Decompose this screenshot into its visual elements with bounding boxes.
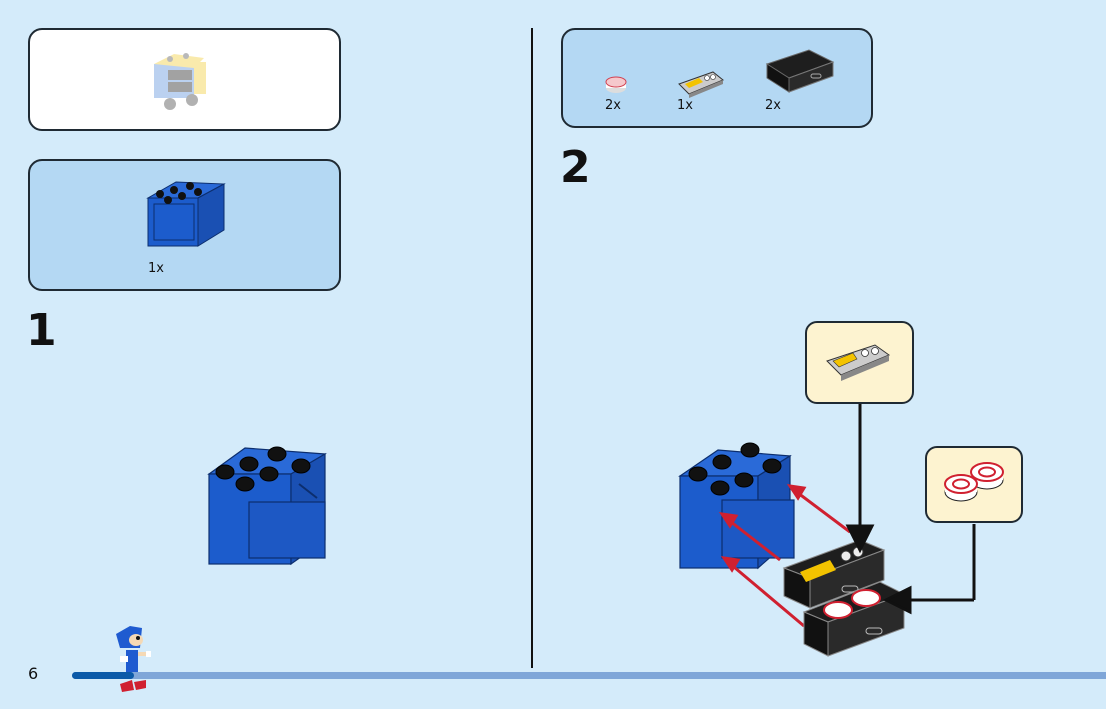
page-number: 6 — [28, 664, 39, 683]
printed-control-panel-callout-icon — [826, 344, 891, 381]
insert-arrows — [718, 484, 851, 628]
step-divider — [531, 28, 533, 668]
round-tile-swirl-callout-icon — [944, 462, 1004, 502]
part-quantity: 1x — [148, 261, 164, 276]
printed-control-panel-part-icon — [678, 71, 724, 98]
swirl-tiles-callout — [925, 446, 1023, 523]
black-drawer-part-icon — [765, 49, 835, 93]
placement-arrows — [845, 404, 976, 615]
step-2-parts-box: 2x 1x 2x — [561, 28, 873, 128]
control-panel-callout — [805, 321, 914, 404]
part-quantity: 2x — [605, 98, 621, 113]
progress-fill — [72, 672, 135, 679]
step-1-parts-box: 1x — [28, 159, 341, 291]
completed-model-preview-box — [28, 28, 341, 131]
step-1-assembly-cupboard — [207, 446, 327, 566]
blue-cupboard — [678, 442, 795, 570]
step-number: 1 — [26, 305, 57, 356]
round-tile-swirl-part-icon — [605, 76, 627, 93]
part-quantity: 2x — [765, 98, 781, 113]
sonic-character-icon — [116, 626, 151, 692]
completed-model-preview-icon — [154, 53, 206, 110]
step-number: 2 — [560, 142, 591, 193]
blue-cupboard-part-icon — [146, 181, 226, 247]
lower-drawer — [802, 581, 906, 657]
part-quantity: 1x — [677, 98, 693, 113]
progress-track — [72, 672, 1106, 679]
step-2-assembly — [678, 404, 976, 657]
